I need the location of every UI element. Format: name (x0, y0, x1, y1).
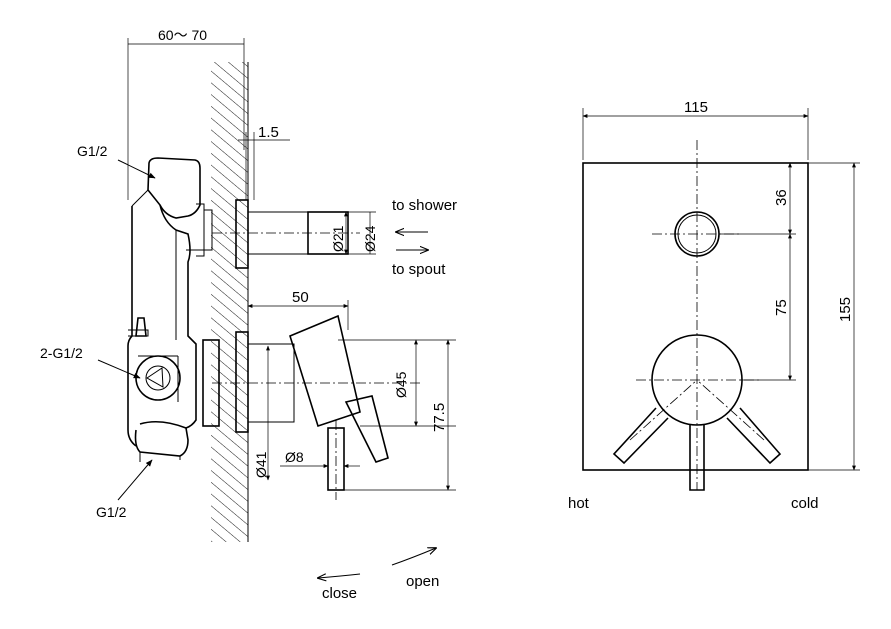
inlet-labels: G1/2 2-G1/2 G1/2 (40, 143, 156, 520)
side-inlet-label: 2-G1/2 (40, 345, 83, 361)
shower-outlet: Ø21 Ø24 (212, 199, 378, 269)
wall-depth-dimension: 60～ 70 (127, 27, 245, 200)
outlet-inner-dia: Ø21 (330, 225, 346, 252)
front-view: 115 36 75 (568, 99, 860, 512)
handle-depth-label: 50 (292, 289, 309, 306)
escutcheon-dia: Ø45 (393, 371, 409, 398)
to-shower-label: to shower (392, 197, 457, 214)
diverter-knob (674, 211, 720, 257)
outlet-outer-dia: Ø24 (362, 225, 378, 252)
body-dia: Ø41 (253, 451, 269, 478)
lever-dia: Ø8 (285, 449, 304, 465)
handle-depth-dimension: 50 (247, 289, 349, 330)
hot-label: hot (568, 495, 590, 512)
side-view: 60～ 70 1.5 (40, 27, 457, 542)
height-label-front: 155 (837, 297, 854, 322)
height-label: 77.5 (431, 403, 448, 432)
open-label: open (406, 573, 439, 590)
mixer-handle-side (202, 314, 420, 500)
rotation-indicator: open close (318, 548, 439, 602)
escutcheon-dimensions: Ø45 77.5 (338, 339, 456, 491)
top-inlet-label: G1/2 (77, 143, 108, 159)
bottom-inlet-label: G1/2 (96, 504, 127, 520)
wall-depth-label: 60～ 70 (158, 27, 207, 43)
width-dimension: 115 (582, 99, 809, 160)
wall-section (211, 62, 249, 542)
cold-label: cold (791, 495, 819, 512)
width-label: 115 (684, 99, 708, 116)
close-label: close (322, 585, 357, 602)
cover-plate (582, 162, 809, 471)
flow-labels: to shower to spout (392, 197, 457, 278)
gap-dimension: 1.5 (238, 124, 290, 200)
gap-label: 1.5 (258, 124, 279, 141)
lower-dimensions: Ø41 Ø8 (253, 345, 360, 481)
mixer-handle-front (612, 334, 782, 491)
vertical-dimensions: 36 75 155 (720, 162, 860, 471)
center-offset-label: 75 (773, 299, 790, 316)
to-spout-label: to spout (392, 261, 446, 278)
valve-body (127, 157, 213, 462)
top-offset-label: 36 (773, 189, 790, 206)
